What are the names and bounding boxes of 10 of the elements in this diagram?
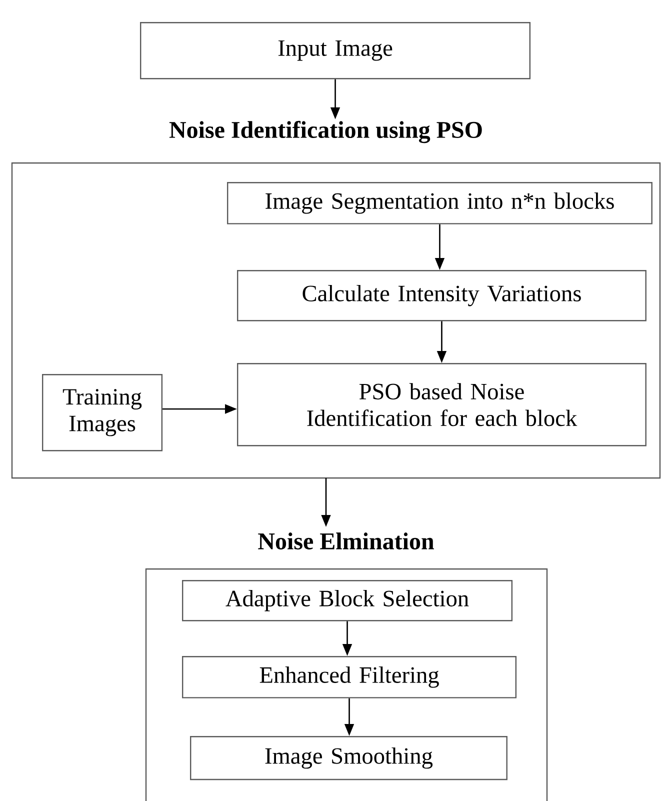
process-box: Enhanced Filtering (182, 656, 517, 698)
group-heading: Noise Identification using PSO (169, 120, 482, 144)
process-box: Calculate Intensity Variations (237, 270, 646, 322)
process-box: Image Smoothing (190, 736, 508, 780)
process-box: Image Segmentation into n*n blocks (227, 182, 652, 224)
group-heading: Noise Elmination (258, 532, 434, 550)
process-box: Input Image (140, 22, 531, 80)
process-box: PSO based Noise Identification for each block (237, 363, 646, 446)
process-box: Adaptive Block Selection (182, 580, 513, 622)
process-box: Training Images (42, 374, 163, 452)
